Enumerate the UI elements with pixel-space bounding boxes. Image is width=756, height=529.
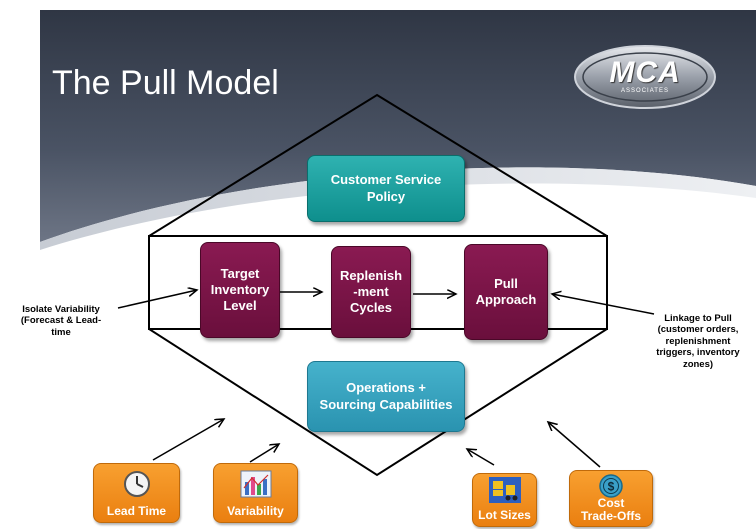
replenishment-cycles-box: Replenish -ment Cycles <box>331 246 411 338</box>
variability-label: Variability <box>227 504 284 518</box>
cost-trade-offs-label: Cost Trade-Offs <box>580 495 641 523</box>
pull-approach-box: Pull Approach <box>464 244 548 340</box>
slide-title: The Pull Model <box>52 64 279 102</box>
arrow-right-label <box>552 294 655 315</box>
lead-time-label: Lead Time <box>106 504 167 518</box>
svg-text:$: $ <box>608 480 615 494</box>
logo-text: MCA ASSOCIATES <box>590 56 700 94</box>
logo-main-text: MCA <box>609 56 681 89</box>
dollar-coin-icon: $ <box>599 474 623 498</box>
lot-sizes-item: Lot Sizes <box>472 473 537 527</box>
arrow-leadtime <box>152 419 224 461</box>
mca-logo <box>574 45 716 109</box>
cost-trade-offs-item: $ Cost Trade-Offs <box>569 470 653 527</box>
arrow-lotsizes <box>467 449 495 466</box>
arrow-left-label <box>117 290 197 309</box>
isolate-variability-label: Isolate Variability (Forecast & Lead- ti… <box>20 304 102 338</box>
forklift-icon <box>488 477 521 503</box>
operations-sourcing-box: Operations + Sourcing Capabilities <box>307 361 465 432</box>
logo-sub-text: ASSOCIATES <box>621 88 669 94</box>
variability-item: Variability <box>213 463 298 523</box>
lot-sizes-label: Lot Sizes <box>478 508 531 522</box>
bar-chart-icon <box>240 470 271 498</box>
clock-icon <box>123 471 150 497</box>
arrow-variability <box>249 444 279 463</box>
arrow-cost <box>548 422 601 468</box>
target-inventory-level-box: Target Inventory Level <box>200 242 280 338</box>
linkage-to-pull-label: Linkage to Pull (customer orders, replen… <box>656 313 740 370</box>
customer-service-policy-box: Customer Service Policy <box>307 155 465 222</box>
lead-time-item: Lead Time <box>93 463 180 523</box>
